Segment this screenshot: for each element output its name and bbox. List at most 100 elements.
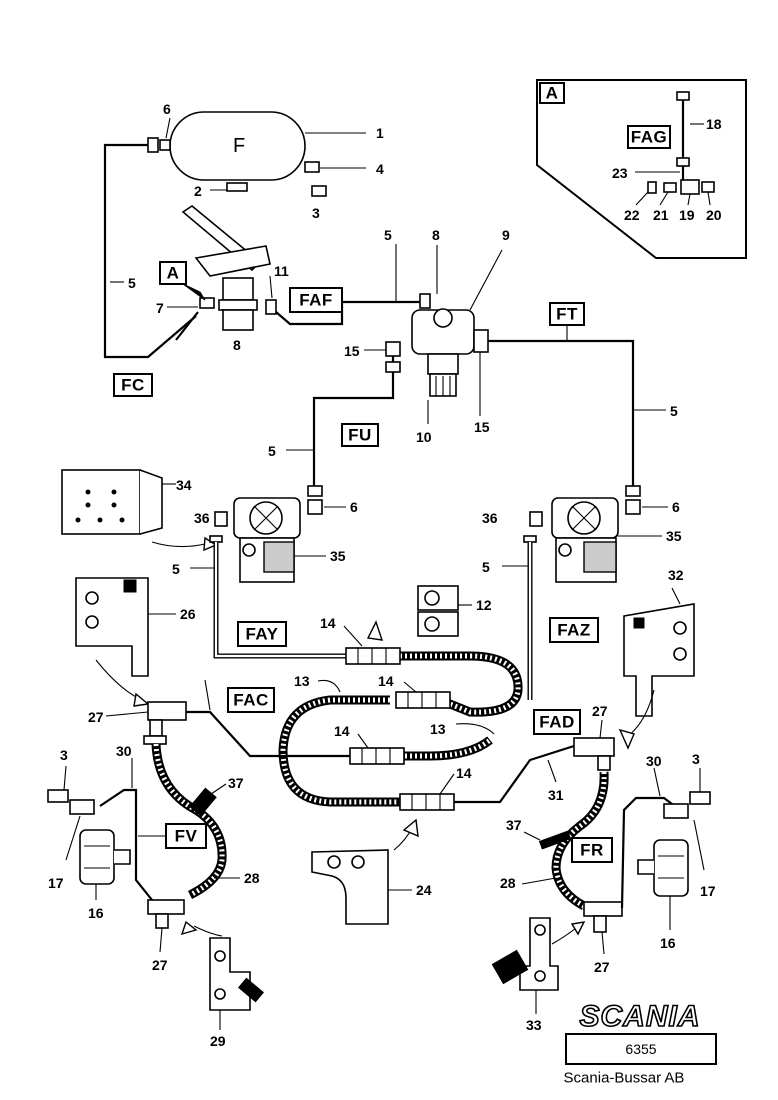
part-21-label: 21 <box>653 207 669 223</box>
clamp-12: 12 <box>417 585 492 637</box>
brand-logo: SCANIA <box>579 1000 700 1033</box>
part-34-label: 34 <box>176 477 192 493</box>
part-5-label-faz: 5 <box>482 559 490 575</box>
couplings-14: 14 14 14 14 <box>320 615 472 811</box>
pipe-faf: 5 FAF <box>289 227 397 313</box>
part-8-label-relay: 8 <box>432 227 440 243</box>
part-6-label-right: 6 <box>672 499 680 515</box>
part-5-label-faf: 5 <box>384 227 392 243</box>
pipe-code-ft: FT <box>556 305 578 324</box>
bracket-33: 33 <box>491 917 586 1033</box>
part-24-label: 24 <box>416 882 432 898</box>
part-26-label: 26 <box>180 606 196 622</box>
part-22-label: 22 <box>624 207 640 223</box>
part-5-label-fc: 5 <box>128 275 136 291</box>
part-17-label-left: 17 <box>48 875 64 891</box>
air-tank: F 1 4 2 3 6 <box>147 101 384 221</box>
pipe-code-fag: FAG <box>631 128 667 147</box>
part-29-label: 29 <box>210 1033 226 1049</box>
pipe-ft: FT 5 <box>488 302 678 488</box>
part-16-label-left: 16 <box>88 905 104 921</box>
part-15-label-left: 15 <box>344 343 360 359</box>
pipe-code-faf: FAF <box>299 291 333 310</box>
part-27-label-top-right: 27 <box>592 703 608 719</box>
part-14-label-3: 14 <box>334 723 350 739</box>
part-18-label: 18 <box>706 116 722 132</box>
part-36-label-left: 36 <box>194 510 210 526</box>
pipe-code-faz: FAZ <box>557 621 591 640</box>
part-6-label-top: 6 <box>163 101 171 117</box>
right-wheel-brake: 27 37 28 FR 27 30 3 17 16 <box>500 703 716 975</box>
pipe-fad: FAD 31 <box>454 709 581 804</box>
part-3-label-right: 3 <box>692 751 700 767</box>
part-20-label: 20 <box>706 207 722 223</box>
part-6-label-left: 6 <box>350 499 358 515</box>
left-bracket: 26 <box>75 577 196 707</box>
mounting-plate: 34 <box>61 469 218 552</box>
part-9-label: 9 <box>502 227 510 243</box>
company-name: Scania-Bussar AB <box>564 1070 685 1087</box>
pipe-code-fay: FAY <box>245 625 278 644</box>
part-28-label-right: 28 <box>500 875 516 891</box>
part-8-label-pedal: 8 <box>233 337 241 353</box>
detail-a-label: A <box>546 84 559 103</box>
bracket-29: 29 <box>180 920 264 1049</box>
brake-pedal-valve: 7 8 11 A <box>156 205 420 353</box>
part-27-label-bottom-left: 27 <box>152 957 168 973</box>
part-14-label-1: 14 <box>320 615 336 631</box>
part-27-label-bottom-right: 27 <box>594 959 610 975</box>
part-19-label: 19 <box>679 207 695 223</box>
pipe-fc: 5 FC <box>103 143 197 397</box>
right-bracket: 32 <box>618 567 695 750</box>
part-13-label-left: 13 <box>294 673 310 689</box>
pipe-fay: 5 FAY <box>172 542 346 659</box>
part-5-label-ft: 5 <box>670 403 678 419</box>
part-35-label-right: 35 <box>666 528 682 544</box>
relay-valve: 9 8 10 15 15 <box>344 227 510 445</box>
pipe-code-fac: FAC <box>233 691 269 710</box>
part-37-label-left: 37 <box>228 775 244 791</box>
pipe-code-fr: FR <box>580 841 604 860</box>
part-30-label-right: 30 <box>646 753 662 769</box>
part-3-label-top: 3 <box>312 205 320 221</box>
part-28-label-left: 28 <box>244 870 260 886</box>
part-33-label: 33 <box>526 1017 542 1033</box>
part-35-label-left: 35 <box>330 548 346 564</box>
detail-a-inset: A 18 FAG 23 22 21 19 20 <box>536 79 747 259</box>
pipe-fu: FU 5 <box>268 356 401 488</box>
part-37-label-right: 37 <box>506 817 522 833</box>
left-abs-modulator: 6 35 <box>233 485 358 583</box>
pipe-code-fad: FAD <box>539 713 575 732</box>
part-36-label-right: 36 <box>482 510 498 526</box>
pipe-code-fu: FU <box>348 426 372 445</box>
part-13-label-right: 13 <box>430 721 446 737</box>
part-16-label-right: 16 <box>660 935 676 951</box>
part-4-label: 4 <box>376 161 384 177</box>
part-15-label-right: 15 <box>474 419 490 435</box>
part-7-label: 7 <box>156 300 164 316</box>
part-11-label: 11 <box>274 263 289 279</box>
pipe-fac: FAC <box>186 679 350 758</box>
drawing-number: 6355 <box>625 1041 656 1057</box>
pipe-code-fc: FC <box>121 376 145 395</box>
part-5-label-fu: 5 <box>268 443 276 459</box>
title-block: SCANIA 6355 Scania-Bussar AB <box>564 999 717 1087</box>
part-27-label-top-left: 27 <box>88 709 104 725</box>
pipe-code-fv: FV <box>175 827 198 846</box>
plate-24: 24 <box>311 818 432 925</box>
part-32-label: 32 <box>668 567 684 583</box>
part-14-label-4: 14 <box>456 765 472 781</box>
left-wheel-brake: 27 37 28 27 30 FV 3 17 16 <box>47 701 260 973</box>
tank-label: F <box>233 135 246 157</box>
detail-a-callout: A <box>167 264 180 283</box>
right-abs-modulator: 6 35 <box>551 485 682 583</box>
part-2-label: 2 <box>194 183 202 199</box>
part-10-label: 10 <box>416 429 432 445</box>
part-17-label-right: 17 <box>700 883 716 899</box>
part-23-label: 23 <box>612 165 628 181</box>
part-3-label-left: 3 <box>60 747 68 763</box>
part-12-label: 12 <box>476 597 492 613</box>
pipe-faz: 5 FAZ <box>482 542 599 700</box>
fittings-36: 36 36 <box>194 510 543 543</box>
